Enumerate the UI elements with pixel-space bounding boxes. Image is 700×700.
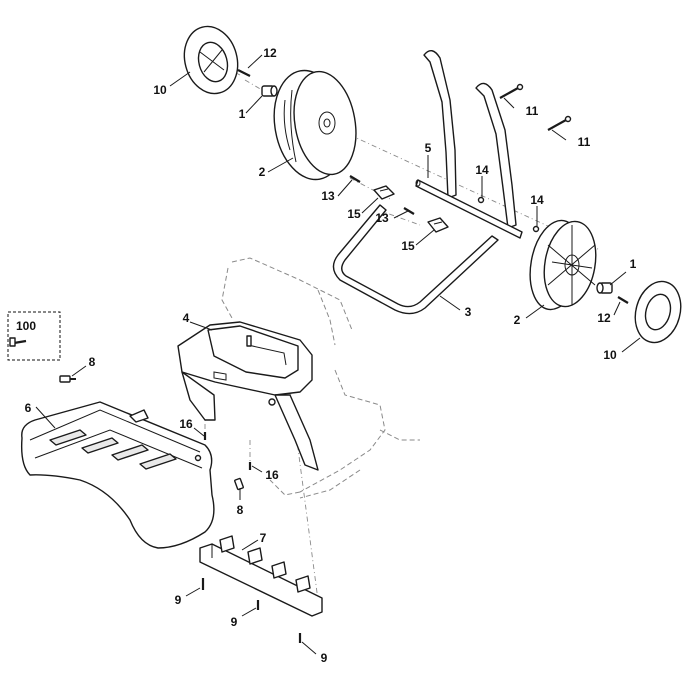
bolt-right bbox=[547, 115, 572, 131]
callout-3: 3 bbox=[465, 305, 472, 319]
wheel-upper-left bbox=[273, 69, 357, 181]
leader-lines bbox=[35, 54, 641, 655]
callout-2-upper: 2 bbox=[259, 165, 266, 179]
callout-1-right: 1 bbox=[630, 257, 637, 271]
screw-14-right bbox=[532, 225, 540, 233]
callout-12-upper: 12 bbox=[263, 46, 277, 60]
callout-8-upper: 8 bbox=[89, 355, 96, 369]
callout-13-upper: 13 bbox=[321, 189, 335, 203]
clamp-15-upper bbox=[373, 185, 395, 200]
callout-13-lower: 13 bbox=[375, 211, 389, 225]
callout-14-left: 14 bbox=[475, 163, 489, 177]
kit-box-100 bbox=[7, 311, 61, 361]
hub-cap-upper bbox=[183, 25, 239, 95]
chute-housing bbox=[177, 321, 319, 471]
callout-labels: 100 10 12 1 2 5 11 11 14 14 13 13 15 15 … bbox=[16, 46, 637, 665]
callout-100: 100 bbox=[16, 319, 36, 333]
guard-plate bbox=[20, 401, 215, 549]
callout-12-right: 12 bbox=[597, 311, 611, 325]
hub-cap-right bbox=[634, 280, 682, 344]
machine-body-ghost bbox=[221, 257, 420, 499]
callout-10-upper: 10 bbox=[153, 83, 167, 97]
callout-8-lower: 8 bbox=[237, 503, 244, 517]
wheel-right bbox=[529, 219, 597, 311]
pin-13-lower bbox=[403, 207, 415, 215]
mounting-rail bbox=[199, 535, 323, 617]
callout-1-upper: 1 bbox=[239, 107, 246, 121]
handle-frame bbox=[415, 50, 523, 239]
callout-16-right: 16 bbox=[265, 468, 279, 482]
pin-upper bbox=[237, 69, 251, 77]
axle-cap-right bbox=[596, 282, 613, 294]
callout-9-left: 9 bbox=[175, 593, 182, 607]
callout-15-lower: 15 bbox=[401, 239, 415, 253]
callout-7: 7 bbox=[260, 531, 267, 545]
pin-right bbox=[617, 296, 629, 304]
callout-9-middle: 9 bbox=[231, 615, 238, 629]
callout-11-top: 11 bbox=[526, 104, 539, 118]
axle-cap-upper bbox=[261, 85, 278, 97]
callout-14-right: 14 bbox=[530, 193, 544, 207]
callout-5: 5 bbox=[425, 141, 432, 155]
lower-frame bbox=[332, 204, 499, 315]
callout-16-left: 16 bbox=[179, 417, 193, 431]
clamp-15-lower bbox=[427, 217, 449, 233]
callout-9-right: 9 bbox=[321, 651, 328, 665]
screw-8-upper bbox=[59, 375, 76, 383]
pin-13-upper bbox=[349, 175, 361, 183]
screw-8-lower bbox=[234, 477, 244, 491]
callout-10-right: 10 bbox=[603, 348, 617, 362]
screw-14-left bbox=[477, 196, 485, 204]
callout-15-upper: 15 bbox=[347, 207, 361, 221]
bolt-top bbox=[499, 83, 524, 99]
callout-6: 6 bbox=[25, 401, 32, 415]
callout-4: 4 bbox=[183, 311, 190, 325]
callout-2-right: 2 bbox=[514, 313, 521, 327]
callout-11-right: 11 bbox=[578, 135, 591, 149]
